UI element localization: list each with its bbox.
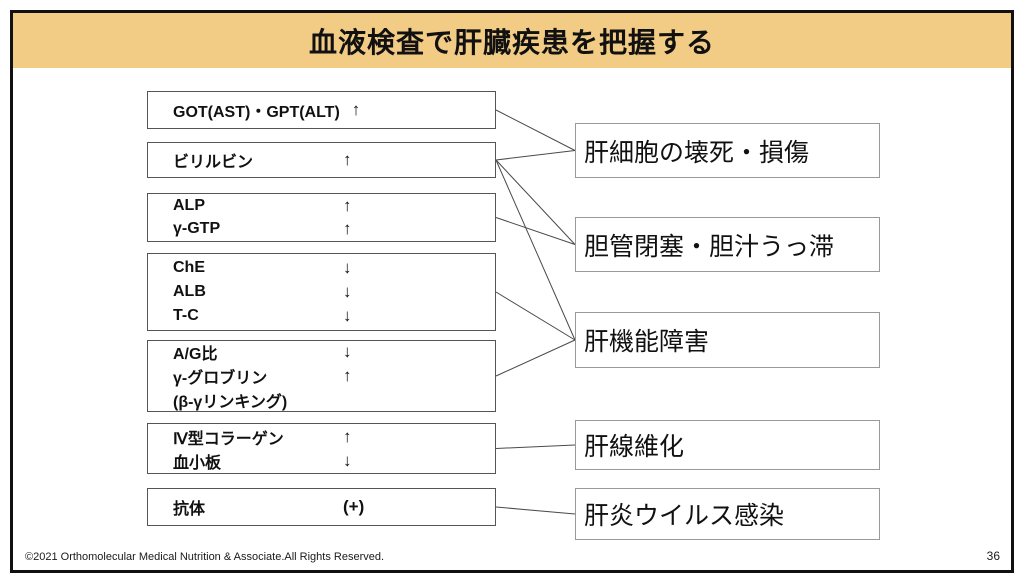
finding-box-1: 胆管閉塞・胆汁うっ滞 (575, 217, 880, 272)
lab-test-box-3: ChE ↓ ALB ↓ T-C ↓ (147, 253, 496, 331)
lab-test-box-4: A/G比 ↓ γ-グロブリン ↑ (β-γリンキング) (147, 340, 496, 412)
test-name: γ-GTP (173, 220, 221, 238)
finding-label: 肝細胞の壊死・損傷 (584, 138, 810, 167)
finding-box-0: 肝細胞の壊死・損傷 (575, 123, 880, 178)
test-name: γ-グロブリン (173, 370, 268, 387)
connector-line (495, 339, 576, 377)
test-name: ALP (173, 196, 205, 214)
lab-test-row: (β-γリンキング) (173, 388, 495, 412)
test-name: (β-γリンキング) (173, 394, 288, 411)
lab-test-box-1: ビリルビン ↑ (147, 142, 496, 178)
finding-box-4: 肝炎ウイルス感染 (575, 488, 880, 540)
connector-line (495, 291, 576, 341)
connector-line (495, 150, 576, 161)
test-name: GOT(AST)・GPT(ALT) (173, 104, 340, 121)
page-number: 36 (986, 549, 1000, 563)
test-change-arrow: ↑ (351, 100, 361, 119)
lab-test-row: 血小板 ↓ (173, 449, 495, 473)
lab-test-box-5: Ⅳ型コラーゲン ↑ 血小板 ↓ (147, 423, 496, 474)
title-bar: 血液検査で肝臓疾患を把握する (13, 13, 1011, 68)
finding-label: 肝機能障害 (584, 328, 710, 356)
connector-line (495, 109, 576, 151)
lab-test-row: ALP ↑ (173, 194, 495, 218)
slide-title: 血液検査で肝臓疾患を把握する (308, 26, 715, 58)
test-name: T-C (173, 307, 199, 324)
test-change-arrow: ↓ (343, 258, 352, 277)
test-change-arrow: ↑ (343, 426, 352, 446)
test-change-arrow: ↓ (343, 342, 352, 361)
test-name: 抗体 (173, 501, 206, 518)
test-name: ALB (173, 283, 206, 300)
copyright-text: ©2021 Orthomolecular Medical Nutrition &… (25, 551, 385, 563)
test-change-arrow: ↑ (343, 150, 352, 169)
lab-test-row: γ-グロブリン ↑ (173, 364, 495, 388)
test-change-arrow: ↓ (343, 450, 352, 470)
lab-test-box-0: GOT(AST)・GPT(ALT) ↑ (147, 91, 496, 129)
lab-test-row: GOT(AST)・GPT(ALT) ↑ (173, 98, 495, 122)
lab-test-row: A/G比 ↓ (173, 340, 495, 364)
finding-label: 肝炎ウイルス感染 (584, 502, 785, 530)
connector-line (495, 159, 576, 245)
test-change-arrow: ↓ (343, 306, 352, 325)
test-change-arrow: ↑ (343, 366, 352, 385)
test-change-arrow: ↓ (343, 282, 352, 301)
lab-test-row: T-C ↓ (173, 304, 495, 328)
finding-box-2: 肝機能障害 (575, 312, 880, 368)
lab-test-row: γ-GTP ↑ (173, 218, 495, 242)
finding-box-3: 肝線維化 (575, 420, 880, 470)
test-change-arrow: ↑ (343, 219, 352, 239)
test-name: ChE (173, 259, 205, 276)
test-name: ビリルビン (173, 154, 254, 171)
lab-test-row: ビリルビン ↑ (173, 148, 495, 172)
lab-test-row: 抗体 (+) (173, 495, 495, 519)
connector-line (495, 506, 576, 515)
test-change-arrow: (+) (343, 497, 365, 516)
test-change-arrow: ↑ (343, 195, 352, 215)
finding-label: 肝線維化 (584, 433, 685, 461)
lab-test-box-6: 抗体 (+) (147, 488, 496, 526)
connector-line (495, 217, 576, 245)
lab-test-row: ALB ↓ (173, 280, 495, 304)
lab-test-box-2: ALP ↑ γ-GTP ↑ (147, 193, 496, 242)
test-name: 血小板 (173, 454, 222, 472)
lab-test-row: ChE ↓ (173, 256, 495, 280)
lab-test-row: Ⅳ型コラーゲン ↑ (173, 425, 495, 449)
finding-label: 胆管閉塞・胆汁うっ滞 (584, 232, 835, 261)
connector-line (495, 159, 576, 341)
test-name: A/G比 (173, 346, 218, 363)
test-name: Ⅳ型コラーゲン (173, 430, 284, 448)
connector-line (495, 444, 576, 449)
